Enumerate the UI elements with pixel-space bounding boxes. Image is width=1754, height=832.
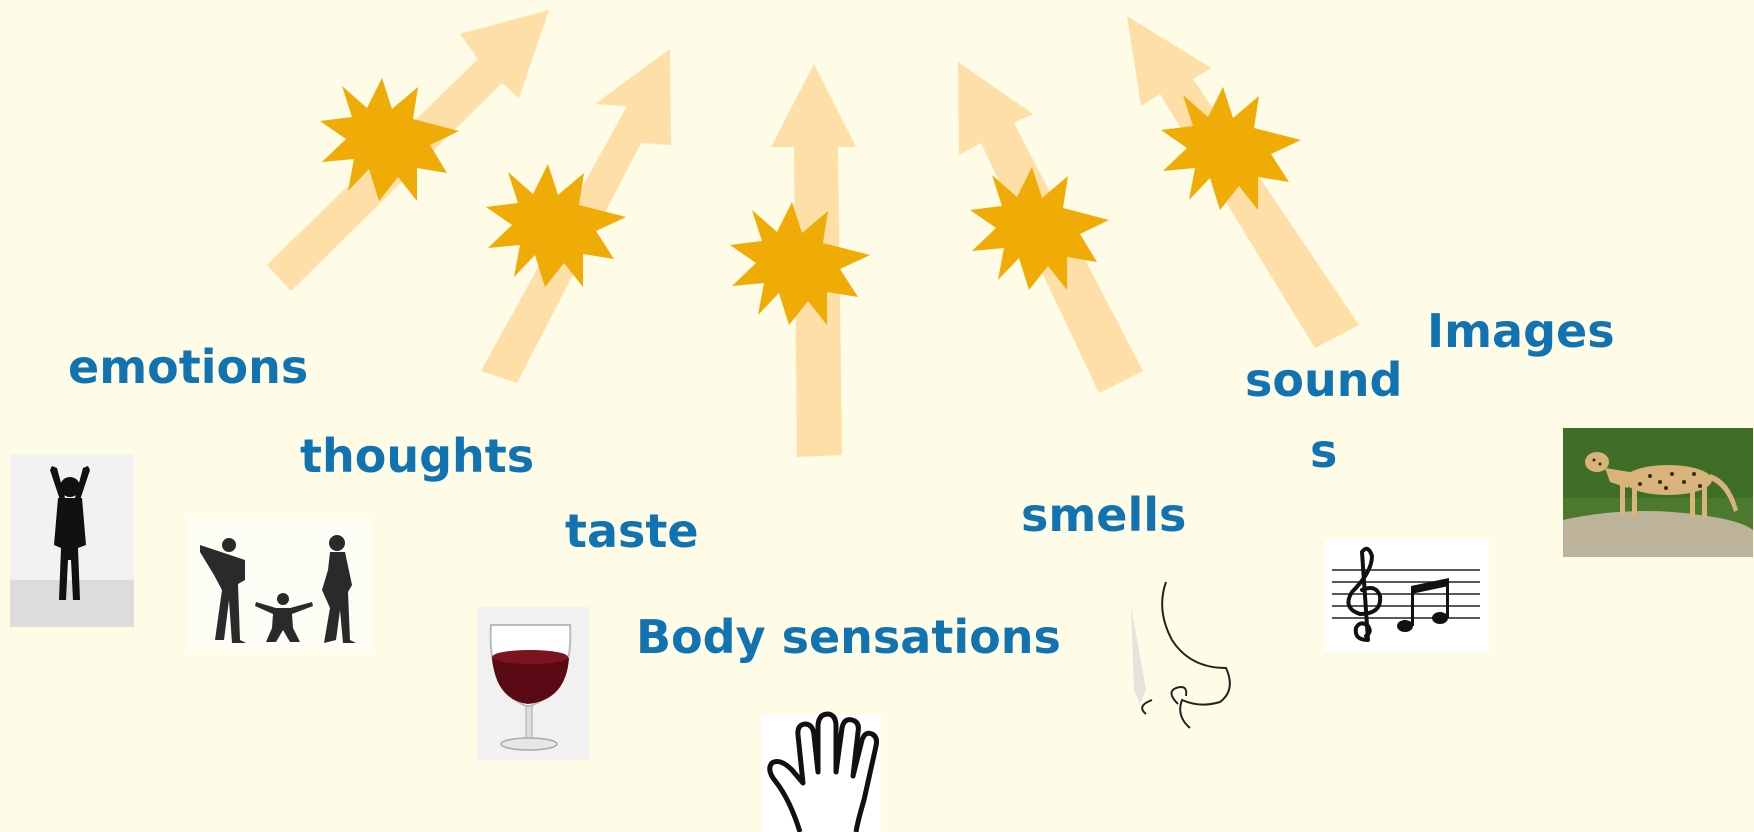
label-taste: taste <box>565 508 699 554</box>
person-arms-raised-image <box>10 454 134 627</box>
label-sounds-line1: sound <box>1245 357 1402 403</box>
cheetah-image <box>1563 428 1753 557</box>
label-sounds-line2: s <box>1310 428 1337 474</box>
family-image <box>187 519 372 651</box>
label-smells: smells <box>1021 492 1186 538</box>
starburst-1 <box>320 78 459 201</box>
label-body-sensations: Body sensations <box>636 614 1061 660</box>
wine-glass-image <box>477 607 589 760</box>
label-images: Images <box>1427 308 1615 354</box>
nose-image <box>1131 582 1230 728</box>
label-thoughts: thoughts <box>300 433 534 479</box>
label-emotions: emotions <box>68 344 308 390</box>
music-notes-image <box>1324 539 1489 651</box>
hand-image <box>761 714 881 832</box>
